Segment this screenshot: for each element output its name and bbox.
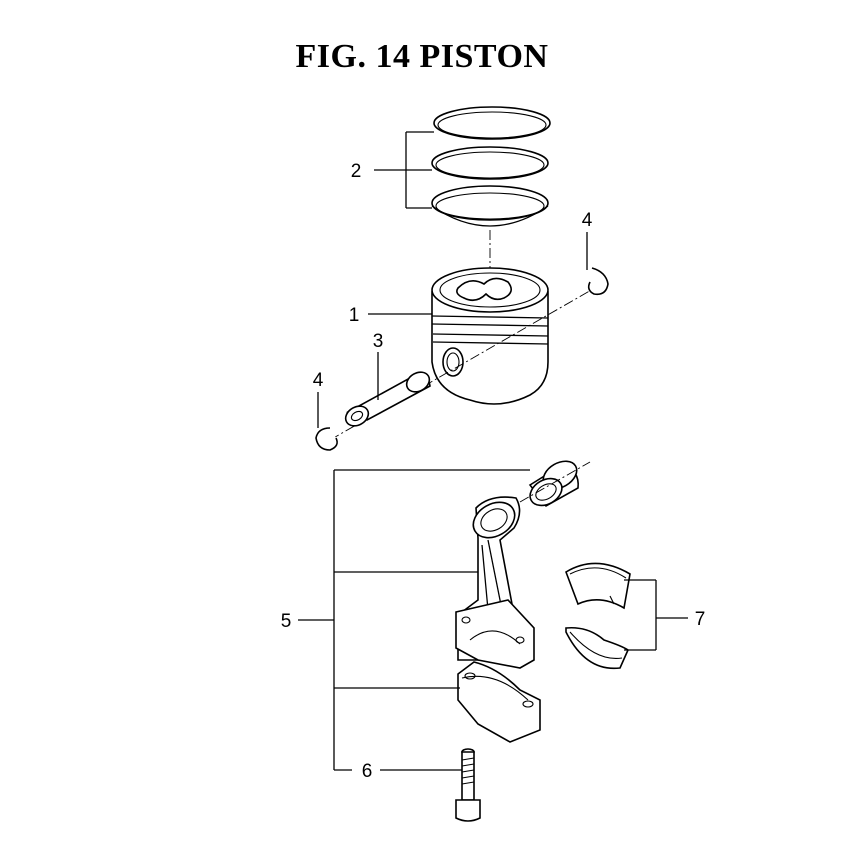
callout-4-right: 4: [582, 210, 593, 231]
leader-lines: [298, 131, 688, 771]
callout-4-left: 4: [313, 370, 324, 391]
callout-1: 1: [349, 305, 360, 326]
piston-pin: [344, 371, 431, 427]
circlip-left: [315, 427, 338, 451]
figure-title: FIG. 14 PISTON: [295, 38, 549, 75]
bearing-shell-lower: [565, 626, 630, 670]
connecting-rod-cap: [457, 661, 541, 743]
callout-5: 5: [281, 611, 292, 632]
callout-7: 7: [695, 609, 706, 630]
small-end-bushing: [528, 460, 579, 508]
connecting-rod: [455, 496, 535, 669]
bearing-shell-upper: [565, 562, 631, 610]
connecting-rod-bolt: [455, 748, 481, 822]
callout-2: 2: [351, 161, 362, 182]
callout-6: 6: [362, 761, 373, 782]
piston: [431, 267, 549, 405]
callout-3: 3: [373, 331, 384, 352]
circlip-right: [587, 267, 609, 296]
piston-rings: [431, 106, 551, 272]
